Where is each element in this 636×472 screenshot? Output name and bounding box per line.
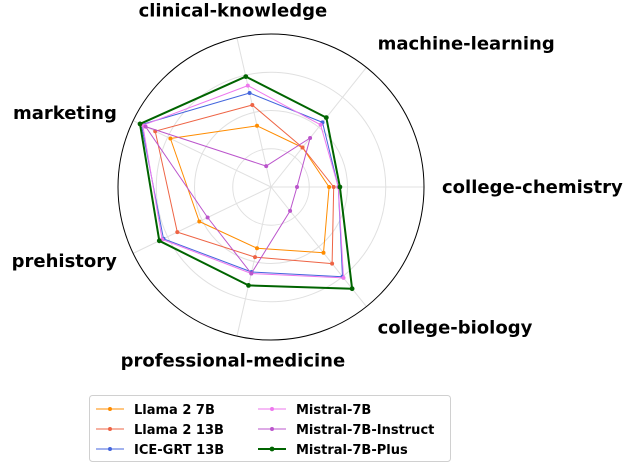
legend-marker bbox=[270, 407, 274, 411]
legend-item: Llama 2 13B bbox=[96, 423, 224, 438]
data-point bbox=[245, 83, 250, 88]
data-point bbox=[143, 124, 148, 129]
data-point bbox=[255, 123, 259, 128]
data-point bbox=[288, 208, 293, 213]
legend-item: Mistral-7B bbox=[258, 403, 371, 418]
data-point bbox=[249, 271, 254, 276]
grid-spoke bbox=[236, 186, 272, 337]
legend-label: Mistral-7B-Instruct bbox=[296, 423, 434, 438]
legend-label: ICE-GRT 13B bbox=[134, 443, 224, 458]
legend-marker bbox=[108, 427, 112, 431]
legend-marker bbox=[108, 407, 112, 411]
axis-label: college-biology bbox=[378, 318, 533, 339]
data-point bbox=[337, 184, 343, 190]
legend-item: Llama 2 7B bbox=[96, 403, 215, 418]
data-point bbox=[137, 121, 143, 127]
legend-label: Llama 2 7B bbox=[134, 403, 215, 418]
data-point bbox=[243, 74, 249, 79]
axis-label: professional-medicine bbox=[121, 351, 346, 372]
data-point bbox=[321, 250, 326, 255]
data-point bbox=[349, 286, 355, 292]
radar-series bbox=[137, 74, 355, 292]
series-line bbox=[169, 125, 330, 254]
legend-item: Mistral-7B-Instruct bbox=[258, 423, 434, 438]
data-point bbox=[300, 145, 305, 150]
axis-labels: college-chemistry machine-learning clinica… bbox=[12, 0, 623, 371]
data-point bbox=[255, 246, 259, 251]
legend-marker bbox=[108, 447, 112, 451]
legend-label: Llama 2 13B bbox=[134, 423, 224, 438]
series-0 bbox=[168, 123, 332, 255]
axis-label: college-chemistry bbox=[442, 177, 623, 198]
data-point bbox=[330, 261, 335, 266]
series-3 bbox=[140, 83, 346, 280]
grid-spoke bbox=[132, 186, 272, 254]
data-point bbox=[205, 215, 210, 220]
data-point bbox=[156, 238, 162, 244]
data-point bbox=[331, 185, 336, 189]
data-point bbox=[341, 275, 346, 280]
data-point bbox=[308, 136, 313, 140]
series-line bbox=[142, 85, 344, 279]
axis-label: prehistory bbox=[12, 251, 118, 272]
legend: Llama 2 7B Llama 2 13B ICE-GRT 13B Mistral-… bbox=[89, 395, 451, 462]
series-1 bbox=[153, 103, 336, 266]
axis-label: marketing bbox=[13, 103, 117, 124]
data-point bbox=[247, 91, 252, 95]
series-line bbox=[154, 104, 335, 265]
data-point bbox=[253, 255, 257, 260]
data-point bbox=[318, 122, 323, 127]
legend-marker bbox=[270, 427, 274, 431]
legend-label: Mistral-7B-Plus bbox=[296, 443, 408, 458]
data-point bbox=[168, 136, 173, 141]
legend-item: ICE-GRT 13B bbox=[96, 443, 224, 458]
data-point bbox=[295, 185, 299, 189]
series-line bbox=[145, 126, 311, 274]
radar-grid bbox=[117, 33, 425, 341]
data-point bbox=[175, 230, 180, 235]
data-point bbox=[323, 115, 329, 120]
data-point bbox=[264, 164, 269, 169]
axis-label: clinical-knowledge bbox=[139, 0, 328, 21]
series-4 bbox=[143, 124, 313, 276]
grid-spoke bbox=[270, 186, 367, 307]
series-line bbox=[139, 75, 354, 290]
grid-spoke bbox=[236, 37, 272, 188]
legend-label: Mistral-7B bbox=[296, 403, 371, 418]
grid-spoke bbox=[270, 67, 367, 188]
outer-frame bbox=[117, 33, 425, 341]
data-point bbox=[250, 103, 255, 107]
data-point bbox=[246, 283, 251, 288]
series-5 bbox=[137, 74, 355, 292]
data-point bbox=[197, 219, 202, 224]
data-point bbox=[327, 185, 332, 189]
legend-marker bbox=[269, 446, 275, 452]
legend-item: Mistral-7B-Plus bbox=[258, 443, 408, 458]
axis-label: machine-learning bbox=[378, 33, 555, 54]
